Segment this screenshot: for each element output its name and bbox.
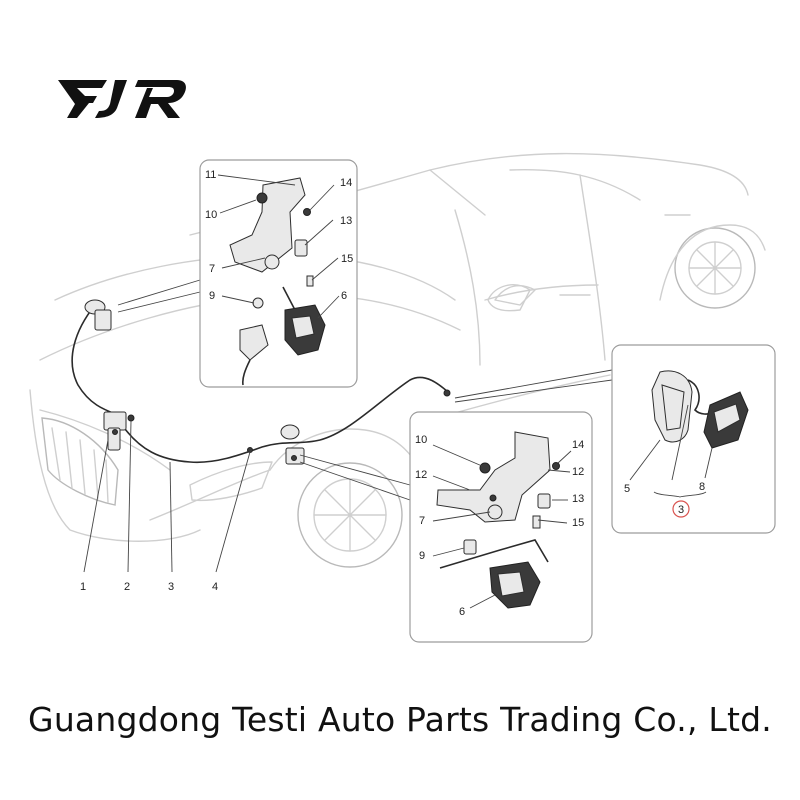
top-callout-9: 9 xyxy=(209,290,215,302)
top-detail-box: 11 14 10 13 7 15 9 6 xyxy=(199,159,358,388)
bottom-callout-6: 6 xyxy=(459,606,465,618)
top-callout-15: 15 xyxy=(341,253,353,265)
fjr-logo xyxy=(58,80,186,118)
bottom-callout-13: 13 xyxy=(572,493,584,505)
main-callouts: 1 2 3 4 xyxy=(80,420,251,593)
right-callout-5: 5 xyxy=(624,483,630,495)
highlight-circle xyxy=(672,500,690,518)
top-callout-13: 13 xyxy=(340,215,352,227)
bottom-callout-7: 7 xyxy=(419,515,425,527)
top-callout-11: 11 xyxy=(205,169,216,181)
right-callout-8: 8 xyxy=(699,481,705,493)
callout-3: 3 xyxy=(168,581,174,593)
bottom-callout-14: 14 xyxy=(572,439,584,451)
right-latch xyxy=(280,424,305,465)
top-callout-14: 14 xyxy=(340,177,352,189)
top-callout-7: 7 xyxy=(209,263,215,275)
callout-1: 1 xyxy=(80,581,86,593)
right-callout-3: 3 xyxy=(678,504,684,516)
callout-4: 4 xyxy=(212,581,218,593)
bottom-callout-12-right: 12 xyxy=(572,466,584,478)
bottom-callout-10: 10 xyxy=(415,434,427,446)
callout-2: 2 xyxy=(124,581,130,593)
right-detail-box: 5 8 3 xyxy=(611,344,776,534)
release-cable xyxy=(71,299,451,465)
bottom-callout-9: 9 xyxy=(419,550,425,562)
bottom-callout-12-left: 12 xyxy=(415,469,427,481)
left-latch xyxy=(84,299,112,331)
company-name: Guangdong Testi Auto Parts Trading Co., … xyxy=(28,700,772,739)
top-callout-10: 10 xyxy=(205,209,217,221)
top-callout-6: 6 xyxy=(341,290,347,302)
bottom-callout-15: 15 xyxy=(572,517,584,529)
bottom-detail-box: 10 14 12 12 13 7 15 9 6 xyxy=(409,411,593,643)
front-latch xyxy=(103,411,127,451)
